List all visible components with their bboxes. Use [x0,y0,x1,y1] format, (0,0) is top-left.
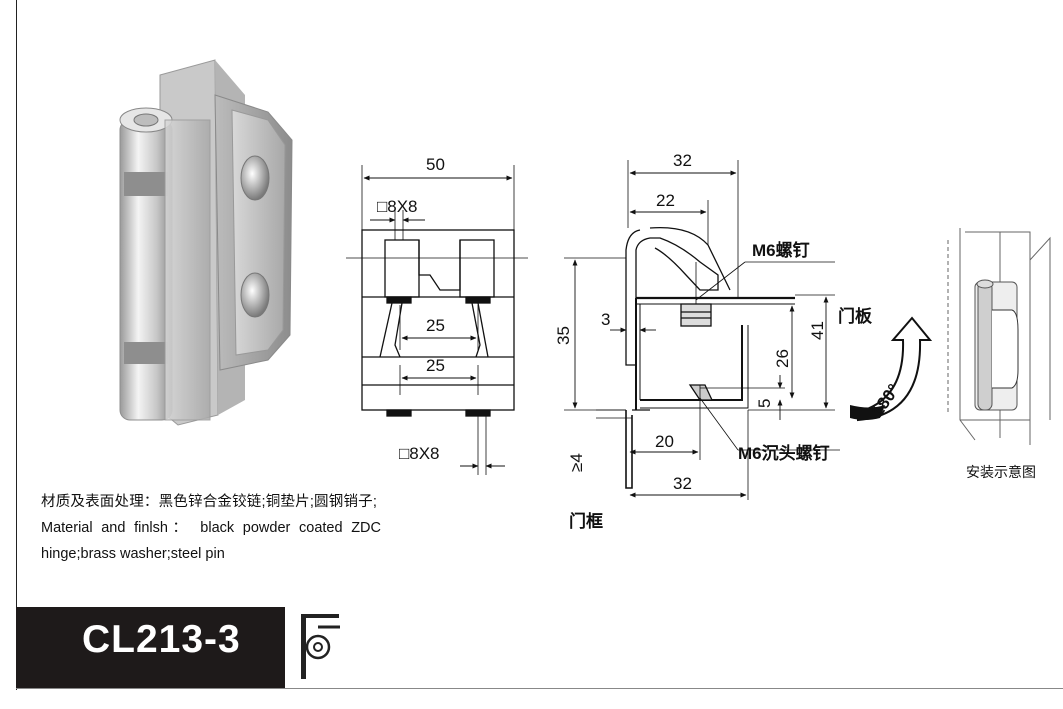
material-en-line1: Material and finlsh： black powder coated… [41,520,381,536]
material-cn: 材质及表面处理：黑色锌合金铰链;铜垫片;圆钢销子; [41,494,378,510]
rotation-arrow-icon [850,316,933,422]
dim-35: 35 [554,326,573,345]
material-en-line2: hinge;brass washer;steel pin [41,546,225,562]
frame-bottom-border [16,688,1063,689]
dim-5: 5 [755,399,774,408]
hinge-symbol-icon [301,614,340,679]
hinge-3d-image [119,59,293,426]
install-diagram-image [947,228,1051,445]
dim-3: 3 [601,310,610,329]
dim-pitch-lower: 25 [426,356,445,375]
install-caption: 安装示意图 [966,464,1036,480]
side-view-drawing [564,160,840,500]
label-m6-screw: M6螺钉 [752,240,810,260]
dim-41: 41 [808,321,827,340]
front-view-drawing [346,165,528,475]
dim-slot-bottom: □8X8 [399,444,440,463]
label-door-panel: 门板 [838,306,873,326]
dim-top-22: 22 [656,191,675,210]
dim-pitch-upper: 25 [426,316,445,335]
label-countersunk-screw: M6沉头螺钉 [738,443,830,463]
dim-bottom-32: 32 [673,474,692,493]
frame-left-border [16,0,17,690]
dim-26: 26 [773,349,792,368]
dim-50: 50 [426,155,445,174]
model-banner [16,607,285,688]
label-door-frame: 门框 [569,511,603,531]
dim-ge4: ≥4 [567,453,586,472]
dim-top-32: 32 [673,151,692,170]
model-number: CL213-3 [82,618,241,661]
material-description: 材质及表面处理：黑色锌合金铰链;铜垫片;圆钢销子; Material and f… [41,489,381,567]
dim-20: 20 [655,432,674,451]
dim-slot-top: □8X8 [377,197,418,216]
